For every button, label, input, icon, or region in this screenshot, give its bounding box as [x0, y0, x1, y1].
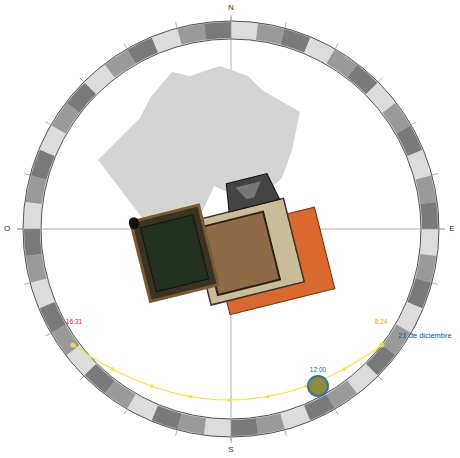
- ring-segment: [304, 394, 334, 420]
- ring-tick: [432, 174, 438, 176]
- ring-tick: [46, 333, 51, 336]
- ring-tick: [80, 78, 84, 82]
- sun-path-arc: [73, 345, 382, 400]
- sunset-dot: [71, 343, 76, 348]
- ring-segment: [280, 29, 310, 52]
- hour-dots: [111, 367, 346, 402]
- ring-segment: [396, 126, 422, 156]
- hour-dot: [111, 367, 115, 371]
- hour-dot: [227, 398, 231, 402]
- small-element: [128, 216, 141, 230]
- ring-tick: [124, 44, 127, 49]
- ring-ticks: [17, 15, 445, 443]
- dark-roof-inner: [140, 215, 208, 292]
- ring-tick: [335, 409, 338, 414]
- sunrise-dot: [380, 343, 385, 348]
- sunrise-time: 8:24: [375, 319, 388, 326]
- ring-tick: [432, 283, 438, 285]
- ring-segment: [420, 202, 438, 229]
- ring-tick: [24, 174, 30, 176]
- ring-tick: [378, 376, 382, 380]
- ring-segment: [347, 65, 377, 94]
- hour-dot: [266, 395, 270, 399]
- ring-tick: [46, 122, 51, 125]
- compass-north: N: [228, 4, 234, 12]
- chimney-volume: [222, 172, 279, 212]
- ring-tick: [176, 430, 178, 436]
- ring-tick: [411, 122, 416, 125]
- ring-segment: [67, 83, 96, 113]
- date-label: 21 de diciembre: [398, 332, 451, 340]
- noon-time: 12:00: [310, 367, 326, 374]
- ring-tick: [378, 78, 382, 82]
- sunset-time: 16:31: [66, 319, 82, 326]
- compass-west: O: [4, 225, 10, 233]
- ring-tick: [124, 409, 127, 414]
- ring-tick: [285, 22, 287, 28]
- ring-segment: [407, 278, 430, 308]
- ring-segment: [204, 22, 231, 40]
- ring-tick: [335, 44, 338, 49]
- ring-tick: [285, 430, 287, 436]
- ring-tick: [24, 283, 30, 285]
- ring-segment: [40, 302, 66, 332]
- dark-roof: [131, 205, 219, 301]
- ring-segment: [366, 345, 395, 375]
- building: [125, 164, 335, 333]
- sun-symbol: [308, 376, 328, 396]
- ring-segment: [31, 150, 54, 180]
- compass-south: S: [228, 446, 233, 454]
- ring-segment: [24, 229, 42, 256]
- ring-segment: [231, 418, 258, 436]
- hour-dot: [150, 384, 154, 388]
- ring-segment: [152, 405, 182, 428]
- ring-tick: [176, 22, 178, 28]
- chimney-top: [235, 181, 264, 201]
- hour-dot: [342, 367, 346, 371]
- compass-east: E: [449, 225, 454, 233]
- hour-dot: [189, 395, 193, 399]
- ring-segment: [128, 38, 158, 64]
- ring-tick: [80, 376, 84, 380]
